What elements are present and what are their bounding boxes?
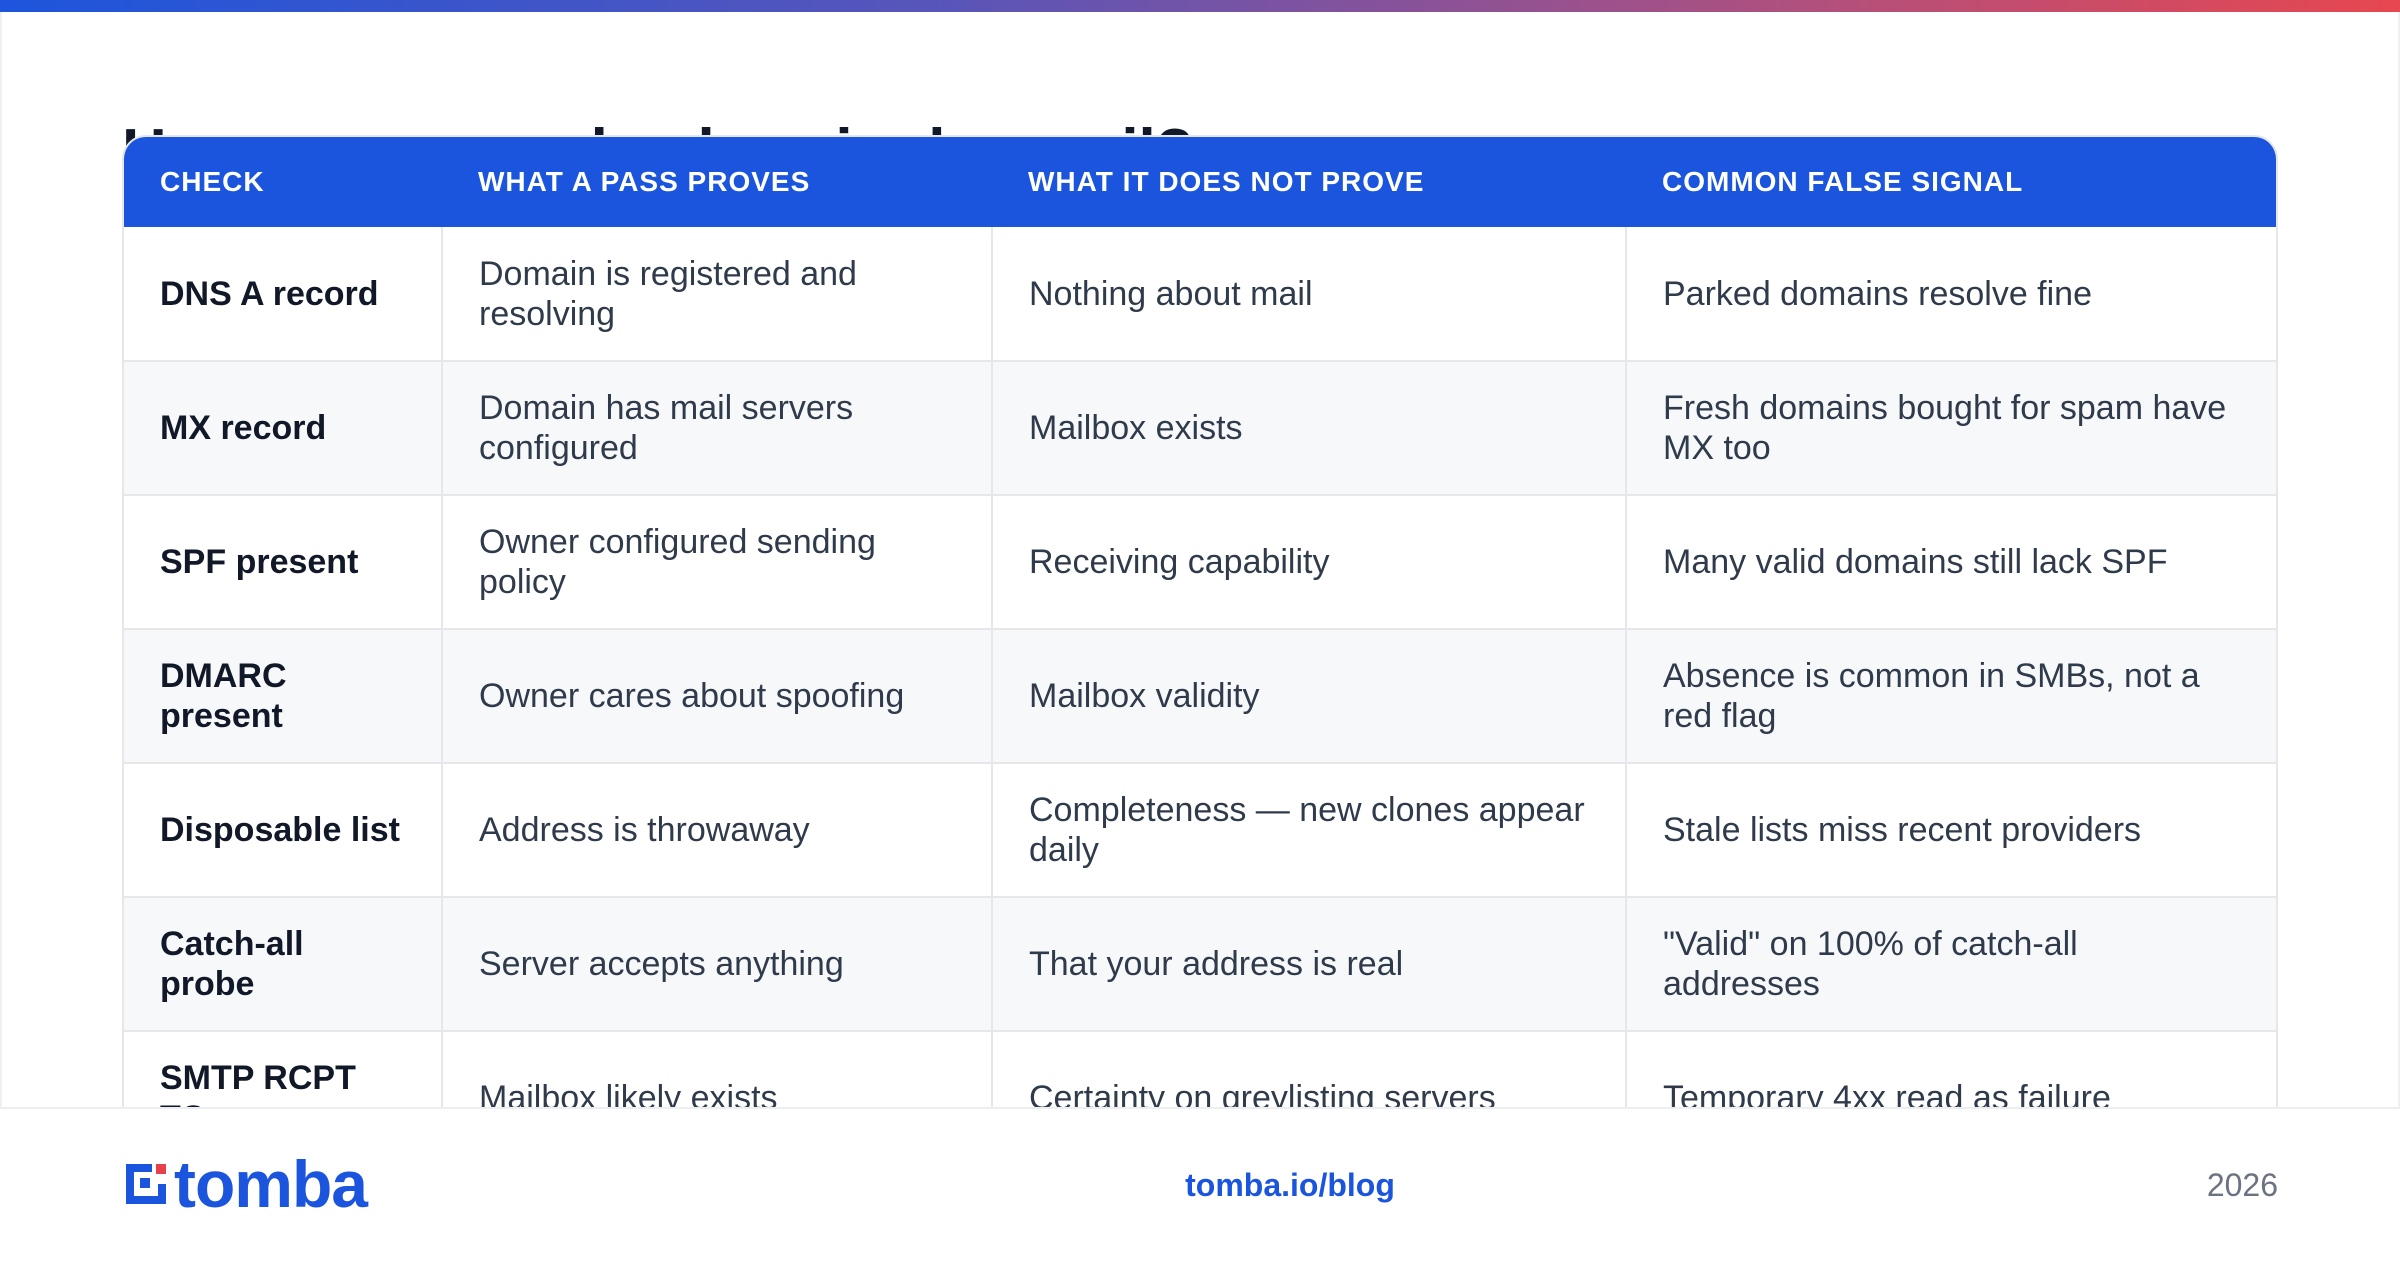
false-signal-cell: Many valid domains still lack SPF: [1626, 495, 2276, 630]
false-signal-cell: Fresh domains bought for spam have MX to…: [1626, 361, 2276, 496]
check-cell: Disposable list: [124, 763, 443, 898]
table-row: MX record Domain has mail servers config…: [124, 361, 2276, 496]
false-signal-cell: Stale lists miss recent providers: [1626, 763, 2276, 898]
table-row: Catch-all probe Server accepts anything …: [124, 897, 2276, 1032]
top-gradient-bar: [0, 0, 2400, 12]
pass-proves-cell: Domain is registered and resolving: [442, 227, 993, 362]
table-header-row: CHECK WHAT A PASS PROVES WHAT IT DOES NO…: [124, 137, 2276, 227]
does-not-prove-cell: Completeness — new clones appear daily: [992, 763, 1627, 898]
pass-proves-cell: Address is throwaway: [442, 763, 993, 898]
comparison-table: CHECK WHAT A PASS PROVES WHAT IT DOES NO…: [124, 137, 2276, 1163]
does-not-prove-cell: Receiving capability: [992, 495, 1627, 630]
false-signal-cell: "Valid" on 100% of catch-all addresses: [1626, 897, 2276, 1032]
does-not-prove-cell: Nothing about mail: [992, 227, 1627, 362]
check-cell: Catch-all probe: [124, 897, 443, 1032]
header-false-signal: COMMON FALSE SIGNAL: [1662, 166, 2024, 197]
check-cell: SPF present: [124, 495, 443, 630]
header-does-not-prove: WHAT IT DOES NOT PROVE: [1028, 166, 1425, 197]
pass-proves-cell: Server accepts anything: [442, 897, 993, 1032]
footer-year: 2026: [2206, 1167, 2278, 1203]
pass-proves-cell: Owner configured sending policy: [442, 495, 993, 630]
check-cell: DMARC present: [124, 629, 443, 764]
tomba-logo: tomba: [122, 1147, 368, 1221]
table-row: DNS A record Domain is registered and re…: [124, 227, 2276, 362]
header-pass-proves: WHAT A PASS PROVES: [478, 166, 811, 197]
false-signal-cell: Absence is common in SMBs, not a red fla…: [1626, 629, 2276, 764]
pass-proves-cell: Domain has mail servers configured: [442, 361, 993, 496]
does-not-prove-cell: That your address is real: [992, 897, 1627, 1032]
does-not-prove-cell: Mailbox validity: [992, 629, 1627, 764]
tomba-logo-text: tomba: [174, 1147, 368, 1221]
table-row: DMARC present Owner cares about spoofing…: [124, 629, 2276, 764]
header-check: CHECK: [160, 166, 265, 197]
table-row: SPF present Owner configured sending pol…: [124, 495, 2276, 630]
false-signal-cell: Parked domains resolve fine: [1626, 227, 2276, 362]
tomba-logo-mark-icon: [122, 1160, 170, 1208]
check-cell: DNS A record: [124, 227, 443, 362]
does-not-prove-cell: Mailbox exists: [992, 361, 1627, 496]
check-cell: MX record: [124, 361, 443, 496]
table-row: Disposable list Address is throwaway Com…: [124, 763, 2276, 898]
blog-link[interactable]: tomba.io/blog: [1185, 1167, 1395, 1203]
comparison-table-card: CHECK WHAT A PASS PROVES WHAT IT DOES NO…: [122, 135, 2278, 1165]
pass-proves-cell: Owner cares about spoofing: [442, 629, 993, 764]
footer: tomba tomba.io/blog 2026: [0, 1107, 2400, 1262]
